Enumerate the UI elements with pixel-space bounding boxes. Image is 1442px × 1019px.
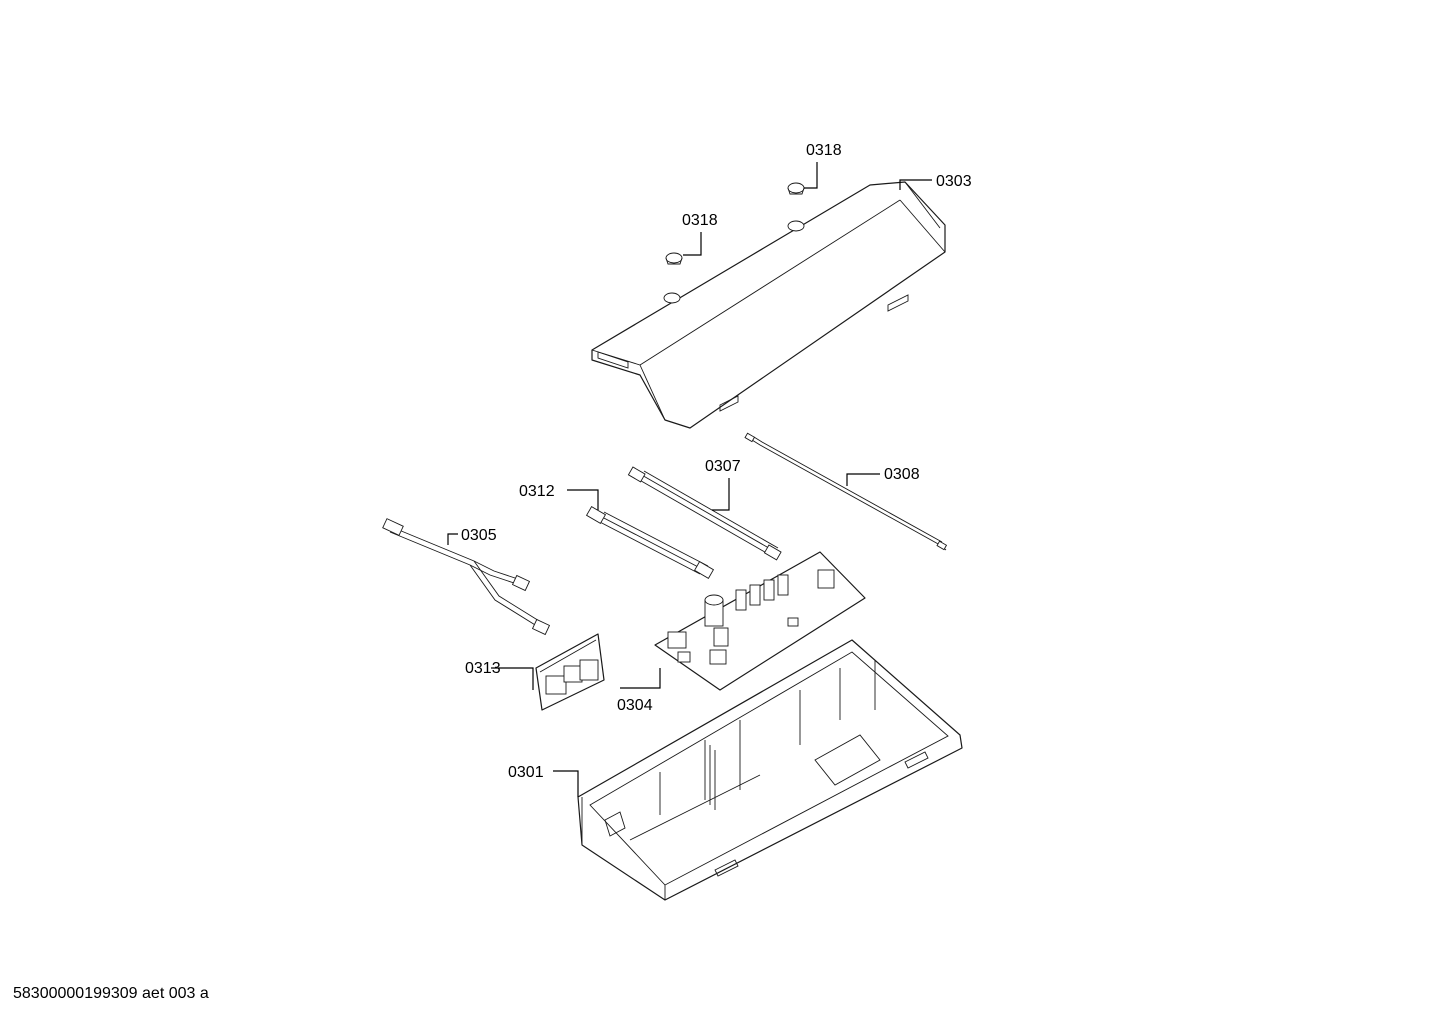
callout-0318-left: 0318: [682, 212, 718, 229]
callout-0303: 0303: [936, 173, 972, 190]
wire-harness-part-0305[interactable]: [382, 518, 551, 636]
callout-0307: 0307: [705, 458, 741, 475]
callout-0304: 0304: [617, 697, 653, 714]
callout-0312: 0312: [519, 483, 555, 500]
small-pcb-part-0313[interactable]: [535, 633, 605, 711]
leader-lines: [447, 162, 932, 797]
ribbon-cable-part-0307[interactable]: [627, 466, 782, 561]
cover-part-0303[interactable]: [591, 181, 946, 429]
cable-part-0308[interactable]: [744, 432, 948, 551]
ribbon-cable-part-0312[interactable]: [585, 506, 715, 579]
cap-part-0318-b[interactable]: [787, 182, 805, 195]
document-id: 58300000199309 aet 003 a: [13, 985, 209, 1002]
callout-0301: 0301: [508, 764, 544, 781]
callout-0305: 0305: [461, 527, 497, 544]
callout-0308: 0308: [884, 466, 920, 483]
cap-part-0318-a[interactable]: [665, 252, 683, 265]
callout-0318-top: 0318: [806, 142, 842, 159]
callout-0313: 0313: [465, 660, 501, 677]
main-pcb-part-0304[interactable]: [654, 551, 866, 691]
housing-tray-part-0301[interactable]: [577, 639, 963, 901]
